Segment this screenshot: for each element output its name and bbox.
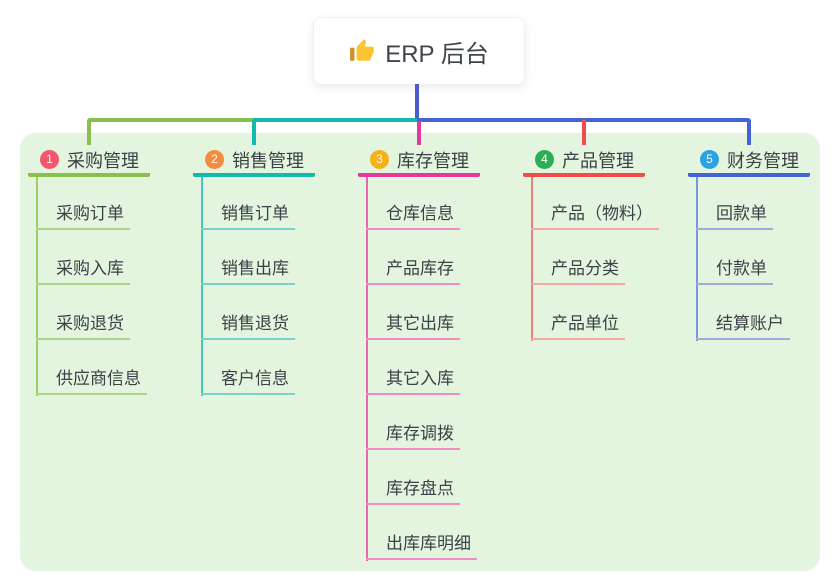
children-connector-line xyxy=(201,177,203,396)
child-node[interactable]: 采购订单 xyxy=(36,203,130,230)
child-node[interactable]: 结算账户 xyxy=(696,313,790,340)
child-node[interactable]: 采购入库 xyxy=(36,258,130,285)
child-node[interactable]: 销售出库 xyxy=(201,258,295,285)
branch-number-badge: 5 xyxy=(700,150,719,169)
child-node[interactable]: 销售订单 xyxy=(201,203,295,230)
mindmap-background-panel xyxy=(20,133,820,571)
child-node[interactable]: 采购退货 xyxy=(36,313,130,340)
connector-drop-inventory xyxy=(417,121,421,145)
thumbs-up-icon xyxy=(350,39,375,61)
branch-node-purchase[interactable]: 1 采购管理 xyxy=(28,146,150,177)
connector-drop-product xyxy=(582,120,586,145)
branch-label: 库存管理 xyxy=(397,150,469,171)
child-node[interactable]: 付款单 xyxy=(696,258,773,285)
child-node[interactable]: 其它入库 xyxy=(366,368,460,395)
connector-drop-sales xyxy=(252,120,256,145)
root-node-erp-backend[interactable]: ERP 后台 xyxy=(313,17,525,85)
child-node[interactable]: 库存盘点 xyxy=(366,478,460,505)
child-node[interactable]: 仓库信息 xyxy=(366,203,460,230)
child-node[interactable]: 库存调拨 xyxy=(366,423,460,450)
connector-drop-finance xyxy=(747,120,751,145)
child-node[interactable]: 出库库明细 xyxy=(366,533,477,560)
child-node[interactable]: 客户信息 xyxy=(201,368,295,395)
branch-number-badge: 2 xyxy=(205,150,224,169)
branch-label: 采购管理 xyxy=(67,150,139,171)
connector-drop-purchase xyxy=(87,120,91,145)
child-node[interactable]: 供应商信息 xyxy=(36,368,147,395)
children-connector-line xyxy=(366,177,368,561)
branch-label: 产品管理 xyxy=(562,150,634,171)
children-connector-line xyxy=(696,177,698,341)
branch-number-badge: 3 xyxy=(370,150,389,169)
branch-node-sales[interactable]: 2 销售管理 xyxy=(193,146,315,177)
root-node-label: ERP 后台 xyxy=(385,40,489,68)
child-node[interactable]: 其它出库 xyxy=(366,313,460,340)
branch-label: 财务管理 xyxy=(727,150,799,171)
children-connector-line xyxy=(36,177,38,396)
child-node[interactable]: 销售退货 xyxy=(201,313,295,340)
child-node[interactable]: 产品分类 xyxy=(531,258,625,285)
children-connector-line xyxy=(531,177,533,341)
branch-number-badge: 4 xyxy=(535,150,554,169)
child-node[interactable]: 产品库存 xyxy=(366,258,460,285)
connector-bar-purchase xyxy=(87,118,255,122)
branch-label: 销售管理 xyxy=(232,150,304,171)
connector-bar-sales xyxy=(253,118,418,122)
child-node[interactable]: 产品（物料） xyxy=(531,203,659,230)
branch-node-inventory[interactable]: 3 库存管理 xyxy=(358,146,480,177)
child-node[interactable]: 回款单 xyxy=(696,203,773,230)
branch-node-finance[interactable]: 5 财务管理 xyxy=(688,146,810,177)
branch-number-badge: 1 xyxy=(40,150,59,169)
root-stem-connector xyxy=(415,84,419,122)
branch-node-product[interactable]: 4 产品管理 xyxy=(523,146,645,177)
child-node[interactable]: 产品单位 xyxy=(531,313,625,340)
